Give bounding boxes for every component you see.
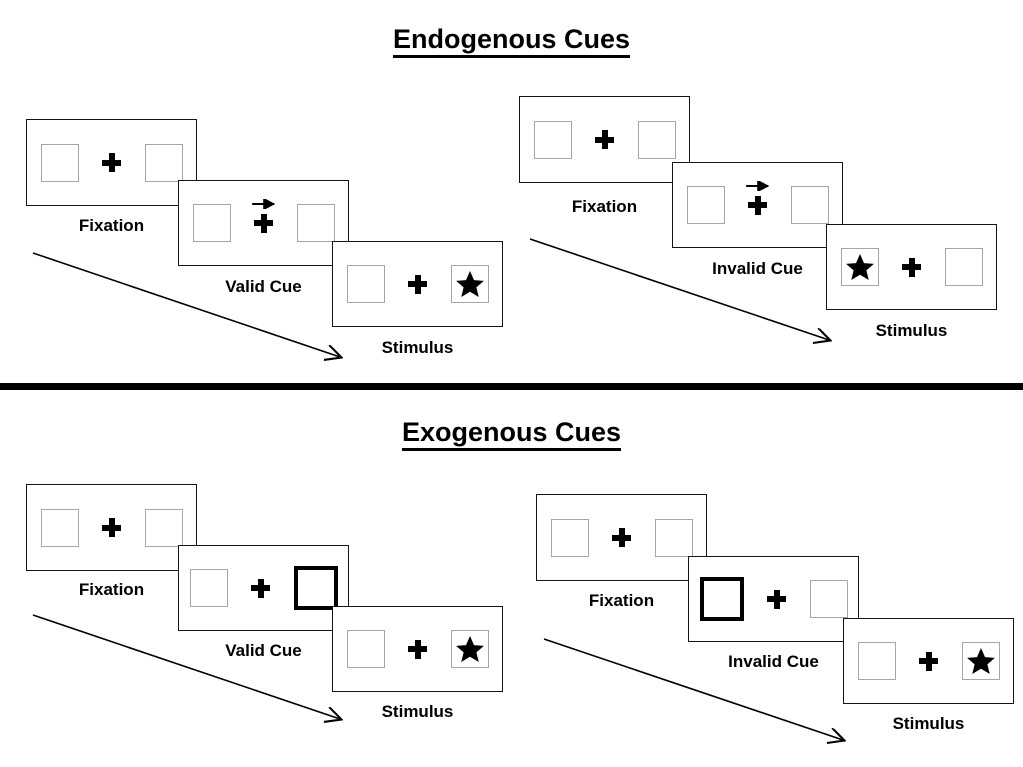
frame-exogenous-invalid-cue[interactable] — [688, 556, 859, 642]
frame-content — [533, 120, 676, 159]
fixation-cross-icon — [251, 578, 270, 598]
label-exogenous-valid-fixation: Fixation — [78, 580, 145, 599]
placeholder-box-left — [550, 518, 589, 557]
frame-content — [40, 143, 183, 182]
fixation-cross-icon — [408, 639, 427, 659]
label-endogenous-invalid-fixation: Fixation — [571, 197, 638, 216]
frame-content — [189, 566, 338, 610]
frame-content — [840, 248, 983, 286]
fixation-cross-icon — [595, 130, 614, 149]
label-exogenous-invalid-cue: Invalid Cue — [728, 652, 819, 671]
fixation-cross-wrap — [592, 130, 618, 149]
fixation-cross-wrap — [609, 528, 635, 547]
frame-endogenous-valid-fixation[interactable] — [26, 119, 197, 206]
frame-content — [550, 518, 693, 557]
frame-content — [699, 577, 848, 621]
cue-arrow-right-icon — [745, 180, 769, 191]
frame-endogenous-invalid-cue[interactable] — [672, 162, 843, 248]
placeholder-box-right — [809, 580, 848, 618]
label-endogenous-invalid-stimulus: Stimulus — [875, 321, 948, 340]
placeholder-box-left — [346, 265, 385, 303]
placeholder-box-right — [144, 143, 183, 182]
label-endogenous-valid-stimulus: Stimulus — [381, 338, 454, 357]
label-exogenous-invalid-fixation: Fixation — [588, 591, 655, 610]
frame-endogenous-invalid-stimulus[interactable] — [826, 224, 997, 310]
label-endogenous-invalid-cue: Invalid Cue — [712, 259, 803, 278]
time-arrow-exogenous-invalid — [543, 638, 858, 752]
fixation-cross-wrap — [99, 153, 125, 172]
label-exogenous-valid-cue: Valid Cue — [225, 641, 302, 660]
section-title-exogenous: Exogenous Cues — [0, 417, 1023, 451]
frame-exogenous-valid-fixation[interactable] — [26, 484, 197, 571]
fixation-cross-wrap — [99, 518, 125, 537]
fixation-cross-wrap — [251, 198, 277, 233]
fixation-cross-icon — [408, 274, 427, 294]
fixation-cross-icon — [919, 651, 938, 671]
placeholder-box-right — [637, 120, 676, 159]
cue-arrow-right-icon — [251, 198, 275, 209]
time-arrow-endogenous-invalid — [529, 238, 844, 352]
placeholder-box-right — [144, 508, 183, 547]
target-box-right — [450, 265, 489, 303]
frame-content — [857, 642, 1000, 680]
frame-content — [346, 265, 489, 303]
placeholder-box-right — [790, 186, 829, 224]
cued-box-left — [699, 577, 744, 621]
frame-content — [40, 508, 183, 547]
placeholder-box-left — [346, 630, 385, 668]
placeholder-box-left — [40, 508, 79, 547]
placeholder-box-right — [944, 248, 983, 286]
section-title-exogenous-text: Exogenous Cues — [401, 417, 622, 451]
label-endogenous-valid-fixation: Fixation — [78, 216, 145, 235]
star-target-icon — [455, 636, 484, 662]
fixation-cross-icon — [254, 213, 273, 233]
placeholder-box-left — [533, 120, 572, 159]
section-title-endogenous-text: Endogenous Cues — [392, 24, 630, 58]
fixation-cross-wrap — [899, 257, 925, 277]
fixation-cross-icon — [767, 589, 786, 609]
cued-box-right — [293, 566, 338, 610]
frame-endogenous-valid-cue[interactable] — [178, 180, 349, 266]
placeholder-box-left — [192, 204, 231, 242]
label-endogenous-valid-cue: Valid Cue — [225, 277, 302, 296]
placeholder-box-right — [296, 204, 335, 242]
star-target-icon — [966, 648, 995, 674]
placeholder-box-right — [654, 518, 693, 557]
fixation-cross-icon — [102, 153, 121, 172]
frame-exogenous-valid-stimulus[interactable] — [332, 606, 503, 692]
fixation-cross-wrap — [248, 578, 274, 598]
fixation-cross-icon — [612, 528, 631, 547]
frame-content — [346, 630, 489, 668]
fixation-cross-wrap — [405, 274, 431, 294]
frame-endogenous-invalid-fixation[interactable] — [519, 96, 690, 183]
frame-content — [686, 180, 829, 224]
placeholder-box-left — [686, 186, 725, 224]
star-target-icon — [845, 254, 874, 280]
fixation-cross-icon — [902, 257, 921, 277]
fixation-cross-wrap — [405, 639, 431, 659]
star-target-icon — [455, 271, 484, 297]
fixation-cross-icon — [748, 195, 767, 215]
fixation-cross-wrap — [764, 589, 790, 609]
placeholder-box-left — [857, 642, 896, 680]
section-divider — [0, 383, 1023, 390]
section-title-endogenous: Endogenous Cues — [0, 24, 1023, 58]
frame-endogenous-valid-stimulus[interactable] — [332, 241, 503, 327]
frame-exogenous-invalid-fixation[interactable] — [536, 494, 707, 581]
frame-exogenous-invalid-stimulus[interactable] — [843, 618, 1014, 704]
frame-exogenous-valid-cue[interactable] — [178, 545, 349, 631]
placeholder-box-left — [189, 569, 228, 607]
placeholder-box-left — [40, 143, 79, 182]
fixation-cross-icon — [102, 518, 121, 537]
label-exogenous-valid-stimulus: Stimulus — [381, 702, 454, 721]
fixation-cross-wrap — [745, 180, 771, 215]
frame-content — [192, 198, 335, 242]
target-box-right — [961, 642, 1000, 680]
target-box-right — [450, 630, 489, 668]
target-box-left — [840, 248, 879, 286]
fixation-cross-wrap — [916, 651, 942, 671]
label-exogenous-invalid-stimulus: Stimulus — [892, 714, 965, 733]
